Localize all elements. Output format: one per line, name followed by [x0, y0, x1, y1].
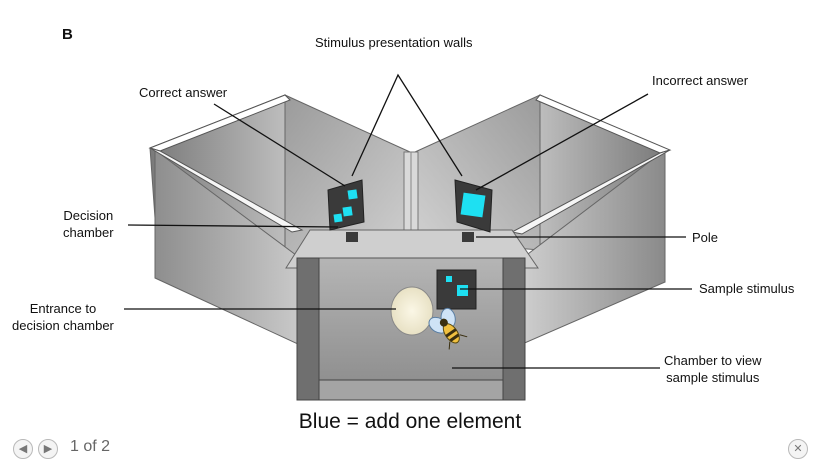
label-pole: Pole [692, 230, 719, 245]
leader-lines [124, 73, 692, 369]
next-button[interactable]: ▶ [38, 439, 58, 459]
close-button[interactable]: ✕ [788, 439, 808, 459]
label-view-chamber-line-1: Chamber to view [664, 353, 762, 368]
viewer-toolbar: ◀ ▶ 1 of 2 ✕ [0, 434, 820, 461]
incorrect-answer-card [454, 179, 493, 233]
right-arm [414, 94, 672, 346]
label-correct-answer: Correct answer [139, 85, 228, 100]
arrow-right-icon: ▶ [43, 442, 53, 455]
entrance-hole [390, 286, 434, 336]
label-incorrect-answer: Incorrect answer [652, 73, 749, 88]
figure-caption: Blue = add one element [298, 410, 522, 433]
label-entrance-line-1: Entrance to [29, 301, 97, 316]
pole-right [462, 232, 474, 242]
prev-button[interactable]: ◀ [13, 439, 33, 459]
page-counter: 1 of 2 [70, 438, 111, 455]
label-entrance: Entrance to decision chamber [12, 300, 114, 334]
label-entrance-line-2: decision chamber [12, 318, 114, 333]
panel-letter: B [62, 26, 73, 43]
bee-icon [428, 307, 468, 350]
pole-left [346, 232, 358, 242]
label-stimulus-walls: Stimulus presentation walls [315, 35, 473, 50]
label-sample-stimulus: Sample stimulus [699, 281, 795, 296]
arrow-left-icon: ◀ [18, 442, 28, 455]
label-decision-chamber-line-1: Decision [63, 208, 114, 223]
label-decision-chamber: Decision chamber [63, 207, 114, 241]
close-icon: ✕ [793, 442, 803, 455]
left-arm [148, 94, 411, 346]
label-view-chamber-line-2: sample stimulus [666, 370, 760, 385]
label-decision-chamber-line-2: chamber [63, 225, 114, 240]
correct-answer-card [327, 179, 365, 231]
label-view-chamber: Chamber to view sample stimulus [664, 352, 762, 386]
